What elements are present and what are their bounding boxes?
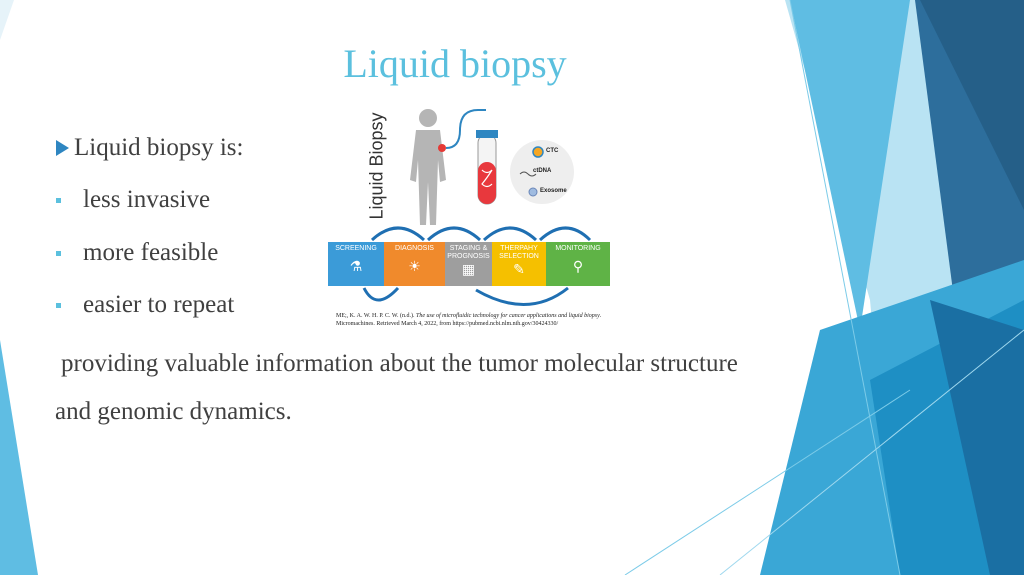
square-bullet-icon	[56, 251, 61, 256]
test-tube-icon	[476, 130, 498, 205]
paragraph-line-2: and genomic dynamics.	[55, 398, 292, 425]
biomarker-label-exosome: Exosome	[540, 188, 567, 194]
syringe-icon: ✎	[513, 261, 525, 277]
stage-therapy-selection: THERPAHY SELECTION ✎	[492, 242, 546, 286]
stage-screening: SCREENING ⚗	[328, 242, 384, 286]
flow-arrows-bottom	[362, 286, 569, 306]
bullet-text: less invasive	[83, 186, 211, 213]
lightbulb-icon: ☀	[408, 258, 421, 274]
figure-citation: ME;, K. A. W. H. P. C. W. (n.d.). The us…	[336, 313, 602, 327]
liquid-biopsy-figure: Liquid Biopsy	[328, 100, 610, 330]
dna-strand-icon	[519, 171, 537, 177]
summary-paragraph: providing valuable information about the…	[55, 340, 795, 436]
stage-diagnosis: DIAGNOSIS ☀	[384, 242, 445, 286]
exosome-icon	[528, 187, 538, 197]
paragraph-line-1: providing valuable information about the…	[61, 350, 738, 377]
square-bullet-icon	[56, 198, 61, 203]
chip-icon: ▦	[461, 261, 476, 277]
blood-draw-point-icon	[438, 144, 446, 152]
biomarker-label-ctc: CTC	[546, 148, 559, 154]
flow-arrows-top	[370, 226, 592, 242]
bullet-text: more feasible	[83, 239, 219, 266]
human-silhouette-icon	[410, 109, 446, 225]
magnifier-icon: ⚲	[572, 258, 584, 274]
bullet-text: easier to repeat	[83, 291, 235, 318]
square-bullet-icon	[56, 303, 61, 308]
microscope-icon: ⚗	[349, 258, 363, 274]
intro-text: Liquid biopsy is:	[74, 134, 244, 161]
stage-staging-prognosis: STAGING & PROGNOSIS ▦	[445, 242, 492, 286]
ctc-cell-icon	[532, 146, 544, 158]
biomarker-label-ctdna: ctDNA	[533, 168, 552, 174]
slide-title: Liquid biopsy	[343, 41, 567, 86]
stage-monitoring: MONITORING ⚲	[546, 242, 610, 286]
arrow-bullet-icon	[56, 140, 69, 156]
biomarker-circle	[510, 140, 574, 204]
figure-illustration	[362, 109, 592, 306]
